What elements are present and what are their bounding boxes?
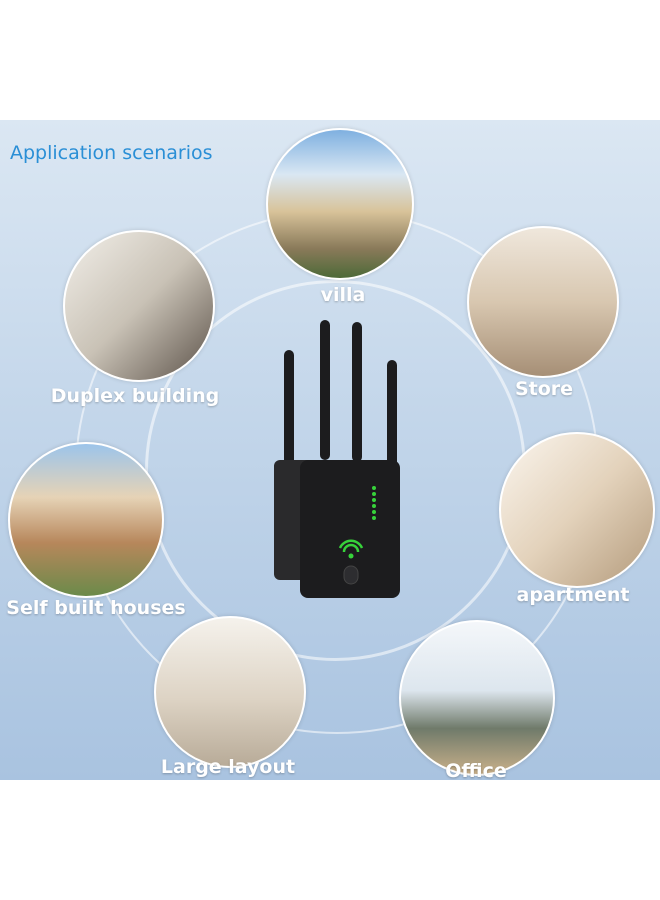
- wifi-icon: [338, 539, 364, 553]
- label-self-built: Self built houses: [6, 597, 186, 619]
- label-large-layout: Large layout: [160, 756, 296, 778]
- label-apartment: apartment: [516, 584, 630, 606]
- label-villa: villa: [320, 284, 366, 306]
- store-photo: [467, 226, 619, 378]
- label-office: Office: [445, 760, 507, 780]
- large-layout-photo: [154, 616, 306, 768]
- duplex-photo: [63, 230, 215, 382]
- apartment-photo: [499, 432, 655, 588]
- office-photo: [399, 620, 555, 776]
- label-store: Store: [514, 378, 574, 400]
- wps-button: [343, 565, 359, 585]
- antenna: [352, 322, 362, 462]
- status-leds: [372, 486, 376, 520]
- villa-photo: [266, 128, 414, 280]
- page-title: Application scenarios: [10, 142, 213, 164]
- label-duplex: Duplex building: [50, 385, 220, 407]
- wifi-extender: [274, 320, 400, 598]
- scenario-banner: Application scenarios villa Duplex build…: [0, 120, 660, 780]
- house-photo: [8, 442, 164, 598]
- antenna: [320, 320, 330, 460]
